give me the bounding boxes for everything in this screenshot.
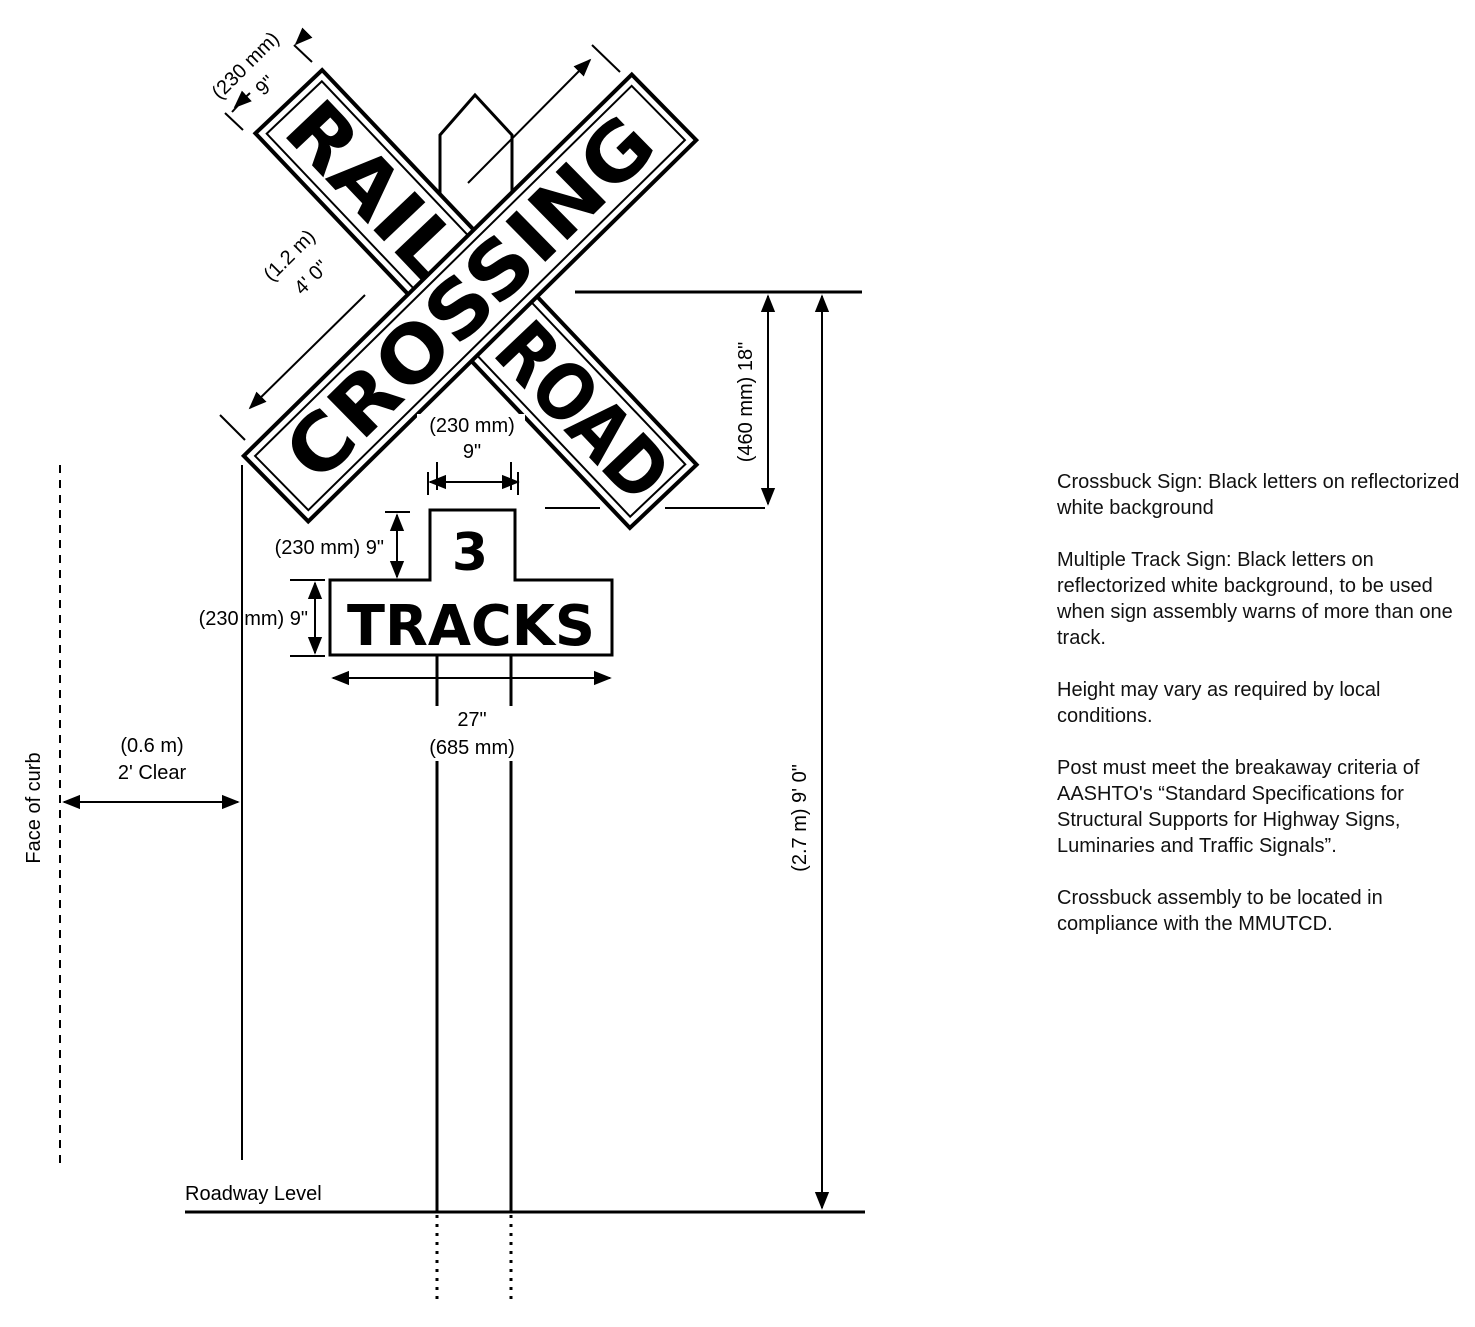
total-height-dimension: (2.7 m) 9' 0" (789, 764, 811, 872)
sign-word-road: ROAD (477, 305, 687, 519)
note-height: Height may vary as required by local con… (1057, 679, 1381, 727)
note-multiple-track: Multiple Track Sign: Black letters on re… (1057, 549, 1453, 649)
note-breakaway: Post must meet the breakaway criteria of… (1057, 757, 1420, 857)
track-sign (328, 508, 614, 657)
clear-m: (0.6 m) (120, 735, 183, 757)
roadway-level-label: Roadway Level (185, 1183, 322, 1205)
tracks-word: TRACKS (347, 594, 595, 659)
post-width-in: 9" (463, 441, 481, 463)
post-width-mm: (230 mm) (429, 415, 515, 437)
track-count: 3 (452, 523, 488, 583)
sign-height: (230 mm) 9" (199, 608, 308, 630)
crossbuck-gap-dimension: (460 mm) 18" (735, 342, 757, 462)
clear-ft: 2' Clear (118, 762, 187, 784)
blade-width-in: 9" (252, 72, 280, 100)
note-crossbuck: Crossbuck Sign: Black letters on reflect… (1057, 471, 1460, 519)
post-top (438, 92, 514, 200)
notes: Crossbuck Sign: Black letters on reflect… (1057, 469, 1472, 963)
sign-width-mm: (685 mm) (429, 737, 515, 759)
sign-width-in: 27" (457, 709, 486, 731)
tab-height: (230 mm) 9" (275, 537, 384, 559)
note-location: Crossbuck assembly to be located in comp… (1057, 887, 1383, 935)
face-of-curb-label: Face of curb (23, 752, 45, 863)
